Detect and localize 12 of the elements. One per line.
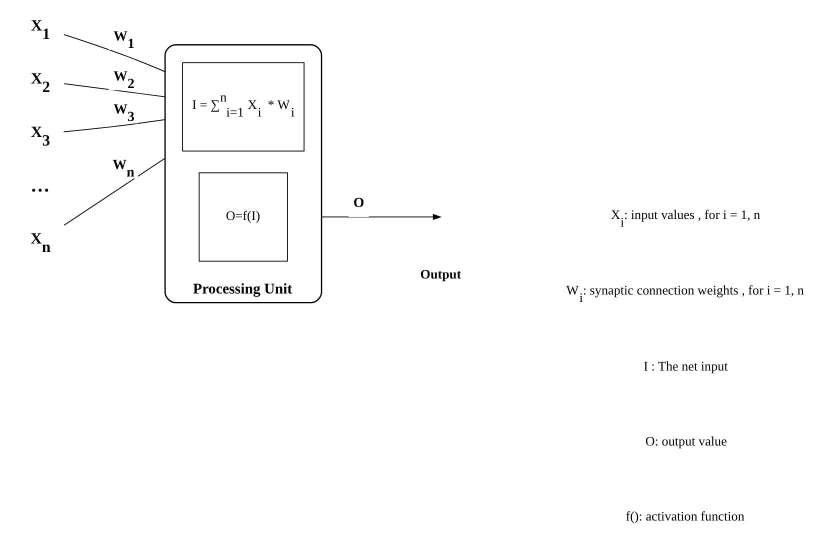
label: Output xyxy=(420,266,461,282)
connector xyxy=(63,158,166,226)
label: f(): activation function xyxy=(625,508,744,524)
node-box: O=f(I) xyxy=(198,172,288,262)
label: O: output value xyxy=(644,434,726,449)
connector xyxy=(63,83,166,98)
connector xyxy=(62,119,166,132)
label: I : The net input xyxy=(643,358,728,374)
connector xyxy=(62,34,166,72)
edge-label: O xyxy=(352,196,364,212)
arrow xyxy=(320,214,442,220)
label: … xyxy=(30,175,50,196)
